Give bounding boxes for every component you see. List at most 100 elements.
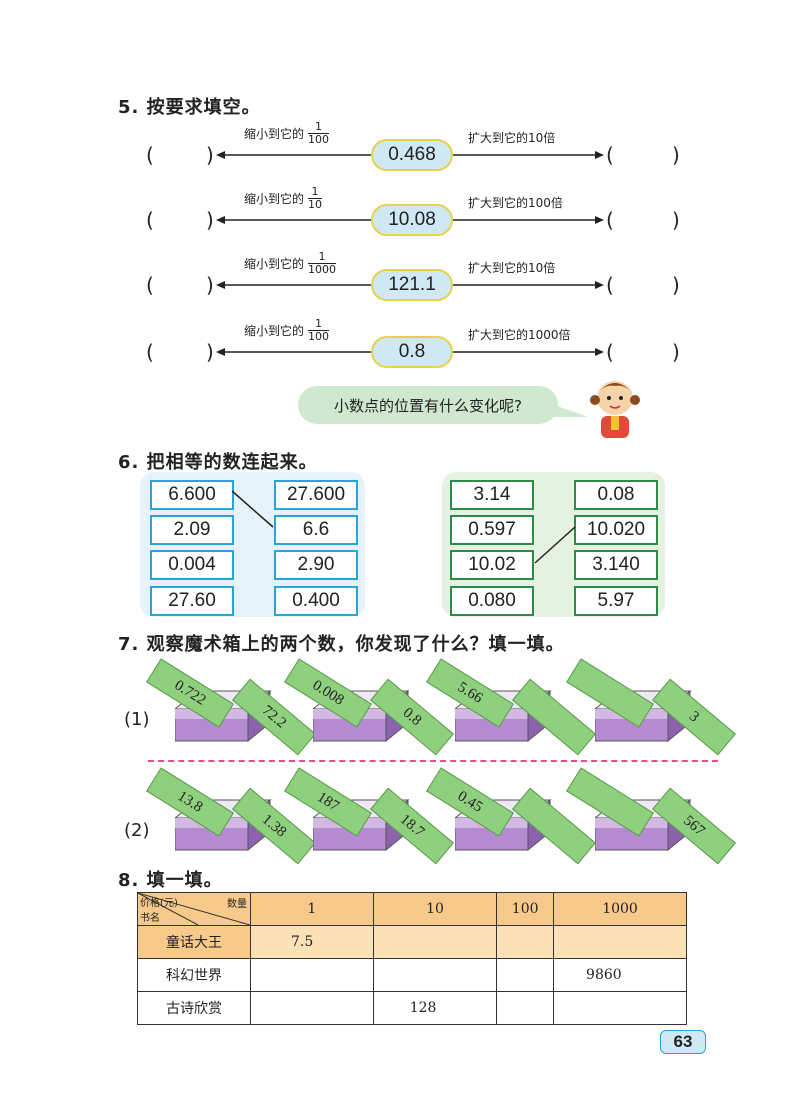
number-oval: 121.1 (371, 269, 453, 301)
fraction-bar (308, 330, 330, 331)
answer-right-close: ) (672, 143, 680, 167)
answer-right-open: ( (606, 340, 614, 364)
fraction-bar (308, 198, 323, 199)
number-box[interactable]: 2.09 (150, 515, 234, 545)
girl-character-icon (590, 381, 640, 438)
expand-label: 扩大到它的10倍 (468, 131, 556, 145)
table-cell[interactable]: 9860 (553, 958, 687, 992)
expand-label: 扩大到它的10倍 (468, 261, 556, 275)
expand-label: 扩大到它的100倍 (468, 196, 563, 210)
number-box[interactable]: 0.08 (574, 480, 658, 510)
shrink-arrow-icon (216, 151, 376, 159)
row-divider (148, 760, 718, 762)
input-number: 0.45 (454, 787, 486, 816)
number-oval: 0.468 (371, 139, 453, 171)
number-box[interactable]: 0.597 (450, 515, 534, 545)
table-cell[interactable]: 7.5 (250, 925, 374, 959)
fraction-num: 1 (311, 185, 319, 198)
table-cell[interactable] (250, 958, 374, 992)
shrink-label: 缩小到它的 1 10 (244, 185, 323, 211)
connect-line-b (534, 526, 576, 564)
fraction-bar (308, 133, 330, 134)
table-cell[interactable]: 128 (372, 991, 498, 1025)
corner-cell: 价格(元) 数量 书名 (137, 892, 251, 926)
number-box[interactable]: 3.14 (450, 480, 534, 510)
shrink-arrow-icon (216, 216, 376, 224)
row-header: 童话大王 (137, 925, 251, 959)
number-oval: 10.08 (371, 204, 453, 236)
expand-label: 扩大到它的1000倍 (468, 328, 571, 342)
answer-right-close: ) (672, 340, 680, 364)
hint-bubble: 小数点的位置有什么变化呢? (298, 386, 558, 424)
table-cell[interactable] (553, 925, 687, 959)
answer-left-open: ( (146, 340, 154, 364)
connect-line-a (231, 490, 274, 528)
corner-price: 价格(元) (140, 898, 178, 909)
fraction: 1 1000 (308, 251, 337, 276)
shrink-text: 缩小到它的 (244, 324, 305, 338)
fraction: 1 100 (308, 120, 330, 146)
fraction-den: 1000 (308, 263, 337, 276)
shrink-label: 缩小到它的 1 1000 (244, 251, 337, 276)
fraction-den: 100 (308, 133, 330, 146)
table-header-row: 价格(元) 数量 书名 1 10 100 1000 (137, 892, 687, 926)
expand-arrow-icon (448, 151, 604, 159)
expand-arrow-icon (448, 348, 604, 356)
fraction: 1 100 (308, 317, 330, 343)
answer-left-open: ( (146, 143, 154, 167)
number-box[interactable]: 0.004 (150, 550, 234, 580)
col-header: 1 (250, 892, 374, 926)
row-header: 古诗欣赏 (137, 991, 251, 1025)
number-box[interactable]: 10.020 (574, 515, 658, 545)
fraction-num: 1 (315, 120, 323, 133)
number-box[interactable]: 6.6 (274, 515, 358, 545)
table-cell[interactable] (250, 991, 374, 1025)
answer-left-close: ) (206, 273, 214, 297)
expand-arrow-icon (448, 281, 604, 289)
page-number: 63 (660, 1030, 706, 1054)
table-cell[interactable] (553, 991, 687, 1025)
fraction-num: 1 (315, 317, 323, 330)
table-cell[interactable] (496, 958, 555, 992)
table-row: 古诗欣赏 128 (137, 991, 687, 1025)
row1-label: (1) (124, 709, 150, 730)
table-cell[interactable] (496, 925, 555, 959)
answer-right-open: ( (606, 208, 614, 232)
corner-book: 书名 (140, 913, 160, 924)
answer-left-close: ) (206, 143, 214, 167)
number-box[interactable]: 27.60 (150, 586, 234, 616)
number-box[interactable]: 10.02 (450, 550, 534, 580)
hint-text: 小数点的位置有什么变化呢? (334, 396, 522, 415)
fraction: 1 10 (308, 185, 323, 211)
bubble-tail-icon (540, 400, 588, 417)
table-cell[interactable] (496, 991, 555, 1025)
answer-left-open: ( (146, 273, 154, 297)
number-box[interactable]: 0.080 (450, 586, 534, 616)
shrink-arrow-icon (216, 348, 376, 356)
shrink-label: 缩小到它的 1 100 (244, 120, 330, 146)
answer-right-close: ) (672, 273, 680, 297)
number-box[interactable]: 6.600 (150, 480, 234, 510)
answer-right-open: ( (606, 273, 614, 297)
number-box[interactable]: 5.97 (574, 586, 658, 616)
col-header: 100 (496, 892, 555, 926)
answer-left-close: ) (206, 340, 214, 364)
shrink-text: 缩小到它的 (244, 127, 305, 141)
number-box[interactable]: 0.400 (274, 586, 358, 616)
col-header: 1000 (553, 892, 687, 926)
number-box[interactable]: 3.140 (574, 550, 658, 580)
table-cell[interactable] (372, 925, 498, 959)
input-number: 5.66 (454, 678, 486, 707)
col-header: 10 (372, 892, 498, 926)
number-box[interactable]: 2.90 (274, 550, 358, 580)
shrink-text: 缩小到它的 (244, 257, 305, 271)
fraction-den: 100 (308, 330, 330, 343)
q8-title: 8. 填一填。 (118, 870, 223, 891)
table-cell[interactable] (372, 958, 498, 992)
q5-title: 5. 按要求填空。 (118, 97, 261, 118)
row2-label: (2) (124, 820, 150, 841)
input-number: 13.8 (174, 787, 206, 816)
number-box[interactable]: 27.600 (274, 480, 358, 510)
output-number: 0.8 (399, 704, 425, 729)
